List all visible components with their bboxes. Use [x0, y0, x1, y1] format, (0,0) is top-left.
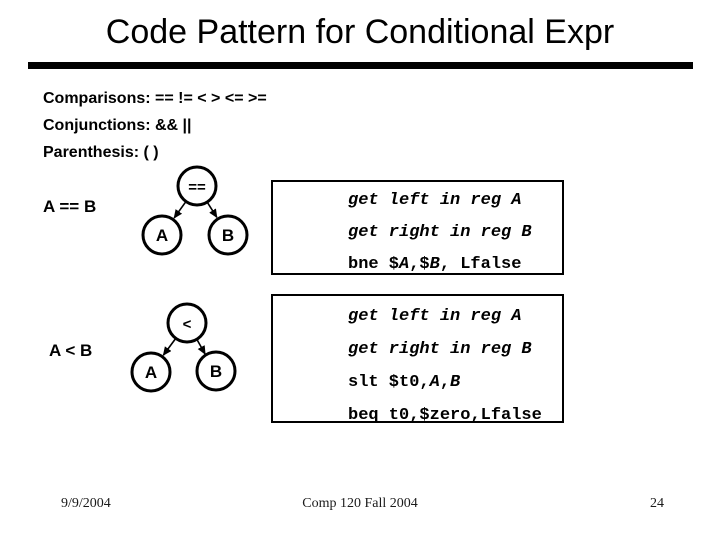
code-text: B [429, 255, 440, 274]
edge-root-left-arrow [162, 338, 176, 356]
code-text: beq t0,$zero,Lfalse [348, 406, 542, 425]
code-box-equality: get left in reg A get right in reg B bne… [271, 180, 564, 275]
left-operand-text: A [156, 226, 168, 245]
edge-root-right-arrow [196, 339, 206, 355]
code-line: beq t0,$zero,Lfalse [348, 399, 562, 432]
code-text: get right in reg B [348, 340, 532, 359]
code-line: get right in reg B [348, 217, 562, 249]
root-operator-text: < [183, 316, 192, 333]
tree-diagram-lessthan: < A B [130, 302, 237, 393]
code-box-lessthan: get left in reg A get right in reg B slt… [271, 294, 564, 425]
code-text: , Lfalse [439, 255, 522, 274]
code-text: A [429, 373, 440, 392]
right-operand-text: B [222, 226, 234, 245]
bullet-parenthesis: Parenthesis: ( ) [43, 144, 159, 161]
expression-label-lessthan: A < B [49, 341, 93, 360]
code-line: get left in reg A [348, 300, 562, 333]
footer-course: Comp 120 Fall 2004 [302, 496, 418, 511]
code-text: get left in reg A [348, 307, 522, 326]
code-text: get left in reg A [348, 191, 522, 210]
code-text: B [450, 373, 461, 392]
code-line: get left in reg A [348, 185, 562, 217]
footer-date: 9/9/2004 [61, 496, 111, 511]
code-text: , [439, 373, 451, 392]
title-divider [28, 62, 693, 69]
code-text: slt $t0, [348, 373, 430, 392]
bullet-list: Comparisons: == != < > <= >= Conjunction… [43, 85, 267, 166]
page-title: Code Pattern for Conditional Expr [105, 13, 615, 51]
code-text: ,$ [409, 255, 430, 274]
bullet-comparisons: Comparisons: == != < > <= >= [43, 90, 267, 107]
right-operand-text: B [210, 362, 222, 381]
root-operator-text: == [188, 179, 206, 196]
tree-node-left [141, 214, 183, 256]
edge-root-left-arrow [173, 201, 187, 219]
code-text: bne $ [348, 255, 400, 274]
edge-root-right-arrow [207, 202, 218, 219]
expression-label-equality: A == B [43, 197, 97, 216]
code-text: get right in reg B [348, 223, 532, 242]
tree-node-root [166, 302, 208, 344]
footer-page-number: 24 [650, 496, 664, 511]
tree-node-left [130, 351, 172, 393]
code-line: slt $t0,A,B [348, 366, 562, 399]
bullet-conjunctions: Conjunctions: && || [43, 117, 192, 134]
tree-node-right [207, 214, 249, 256]
code-line: bne $A,$B, Lfalse [348, 249, 562, 281]
code-text: A [399, 255, 410, 274]
tree-node-root [176, 165, 218, 207]
left-operand-text: A [145, 363, 157, 382]
tree-diagram-equality: == A B [141, 165, 249, 256]
code-line: get right in reg B [348, 333, 562, 366]
tree-node-right [195, 350, 237, 392]
